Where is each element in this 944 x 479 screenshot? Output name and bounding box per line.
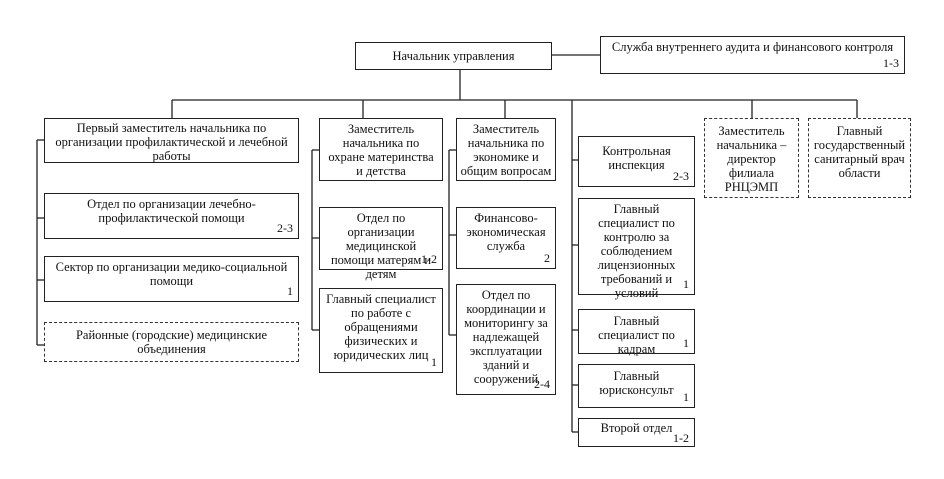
maternity-dept-box: Отдел по организации медицинской помощи …: [319, 207, 443, 281]
economy-deputy-title: Заместитель начальника по экономике и об…: [460, 122, 552, 178]
economy-deputy-box: Заместитель начальника по экономике и об…: [456, 118, 556, 181]
dept-box: Отдел по организации лечебно-профилактич…: [44, 193, 299, 239]
second-dept-title: Второй отдел: [600, 421, 673, 435]
rncemp-box: Заместитель начальника – директор филиал…: [704, 118, 799, 198]
sanitary-box: Главный государственный санитарный врач …: [808, 118, 911, 198]
dept-title: Отдел по организации лечебно-профилактич…: [87, 197, 256, 225]
appeals-num: 1: [431, 355, 437, 369]
inspection-title: Контрольная инспекция: [602, 144, 671, 172]
district-box: Районные (городские) медицинские объедин…: [44, 322, 299, 362]
monitoring-title: Отдел по координации и мониторингу за на…: [464, 288, 548, 386]
finance-title: Финансово-экономическая служба: [466, 211, 546, 253]
finance-num: 2: [544, 251, 550, 265]
lawyer-num: 1: [683, 390, 689, 404]
district-title: Районные (городские) медицинские объедин…: [75, 328, 268, 356]
hr-title: Главный специалист по кадрам: [598, 314, 675, 356]
maternity-dept-num: 1-2: [421, 252, 437, 266]
lawyer-box: Главный юрисконсульт 1: [578, 364, 695, 408]
second-dept-box: Второй отдел 1-2: [578, 418, 695, 447]
maternity-deputy-box: Заместитель начальника по охране материн…: [319, 118, 443, 181]
sanitary-title: Главный государственный санитарный врач …: [813, 124, 906, 180]
monitoring-num: 2-4: [534, 377, 550, 391]
sector-box: Сектор по организации медико-социальной …: [44, 256, 299, 302]
license-num: 1: [683, 277, 689, 291]
head-box: Начальник управления: [355, 42, 552, 70]
lawyer-title: Главный юрисконсульт: [599, 369, 674, 397]
sector-num: 1: [287, 284, 293, 298]
audit-box: Служба внутреннего аудита и финансового …: [600, 36, 905, 74]
hr-num: 1: [683, 336, 689, 350]
audit-num: 1-3: [883, 56, 899, 70]
sector-title: Сектор по организации медико-социальной …: [55, 260, 288, 288]
audit-title: Служба внутреннего аудита и финансового …: [611, 40, 894, 54]
finance-box: Финансово-экономическая служба 2: [456, 207, 556, 269]
dept-num: 2-3: [277, 221, 293, 235]
first-deputy-title: Первый заместитель начальника по организ…: [55, 121, 288, 163]
maternity-deputy-title: Заместитель начальника по охране материн…: [328, 122, 434, 178]
first-deputy-box: Первый заместитель начальника по организ…: [44, 118, 299, 163]
license-box: Главный специалист по контролю за соблюд…: [578, 198, 695, 300]
monitoring-box: Отдел по координации и мониторингу за на…: [456, 284, 556, 395]
inspection-box: Контрольная инспекция 2-3: [578, 136, 695, 187]
head-title: Начальник управления: [392, 49, 515, 63]
appeals-title: Главный специалист по работе с обращения…: [326, 292, 436, 362]
second-dept-num: 1-2: [673, 431, 689, 445]
inspection-num: 2-3: [673, 169, 689, 183]
hr-box: Главный специалист по кадрам 1: [578, 309, 695, 356]
appeals-box: Главный специалист по работе с обращения…: [319, 288, 443, 373]
rncemp-title: Заместитель начальника – директор филиал…: [716, 124, 787, 194]
maternity-dept-title: Отдел по организации медицинской помощи …: [330, 211, 432, 281]
license-title: Главный специалист по контролю за соблюд…: [597, 202, 676, 300]
